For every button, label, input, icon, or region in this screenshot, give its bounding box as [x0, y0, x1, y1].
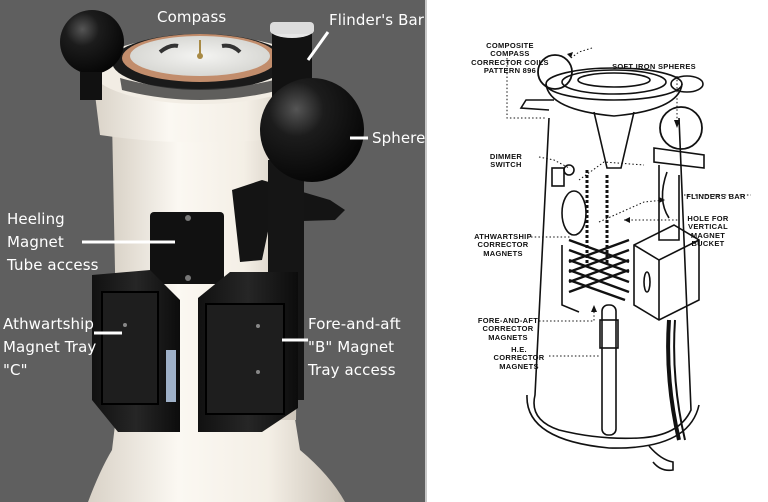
- label-fore-and-aft-tray: Fore-and-aft "B" Magnet Tray access: [308, 315, 401, 379]
- label-dimmer-switch: DIMMER SWITCH: [489, 152, 523, 170]
- binnacle-photo-illustration: [60, 10, 368, 502]
- label-fore-aft-magnets: FORE-AND-AFT CORRECTOR MAGNETS: [477, 316, 539, 342]
- label-soft-iron-spheres: SOFT IRON SPHERES: [612, 62, 696, 71]
- label-heeling-magnet: Heeling Magnet Tube access: [7, 210, 99, 274]
- label-he-magnets: H.E. CORRECTOR MAGNETS: [493, 345, 545, 371]
- label-flinders-bar: Flinder's Bar: [329, 11, 425, 29]
- label-sphere: Sphere: [372, 129, 426, 147]
- label-vertical-bucket-hole: HOLE FOR VERTICAL MAGNET BUCKET: [687, 214, 729, 249]
- label-corrector-coils: COMPOSITE COMPASS CORRECTOR COILS PATTER…: [471, 41, 549, 76]
- binnacle-cutaway-drawing: [506, 47, 751, 472]
- label-compass: Compass: [157, 8, 227, 26]
- binnacle-line-drawing-panel: COMPOSITE COMPASS CORRECTOR COILS PATTER…: [429, 0, 768, 502]
- binnacle-photo-panel: Compass Flinder's Bar Sphere Heeling Mag…: [0, 0, 427, 502]
- label-flinders-bar-diagram: FLINDERS BAR: [686, 192, 746, 201]
- label-athwartship-tray: Athwartship Magnet Tray "C": [3, 315, 97, 379]
- label-athwartship-magnets: ATHWARTSHIP CORRECTOR MAGNETS: [474, 232, 532, 258]
